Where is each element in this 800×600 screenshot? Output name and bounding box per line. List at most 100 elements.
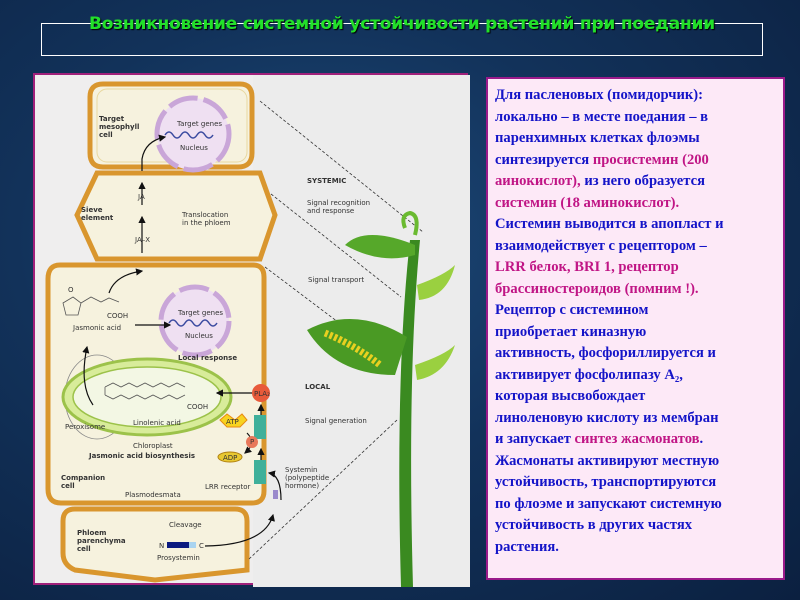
label-plasmodesmata: Plasmodesmata <box>125 491 181 499</box>
text-line: брассиностероидов (помним !). <box>495 279 783 301</box>
label-phloem-2: parenchyma <box>77 537 126 545</box>
text-line: активность, фосфориллируется и <box>495 343 783 365</box>
atp-burst <box>219 413 248 428</box>
text-line: Жасмонаты активируют местную <box>495 451 783 473</box>
label-nucleus: Nucleus <box>180 144 208 152</box>
plant-illustration <box>307 210 455 587</box>
label-n: N <box>159 542 164 550</box>
label-c: C <box>199 542 204 550</box>
label-systemin-3: hormone) <box>285 482 319 490</box>
text-segment: . <box>699 431 704 447</box>
highlighted-term: просистемин (200 <box>592 151 709 168</box>
highlighted-term: аинокислот), <box>495 173 581 189</box>
label-systemin-2: (polypeptide <box>285 474 329 482</box>
text-line: Для пасленовых (помидорчик): <box>495 85 783 107</box>
label-jasmonic-acid: Jasmonic acid <box>72 324 121 332</box>
pla2-enzyme <box>252 384 270 402</box>
text-line: Рецептор с системином <box>495 300 783 322</box>
label-nucleus-local: Nucleus <box>185 332 213 340</box>
text-segment: взаимодействует с рецептором – <box>495 237 707 254</box>
text-line: устойчивость, транспортируются <box>495 472 783 494</box>
text-segment: и запускает <box>495 431 575 447</box>
text-line: и запускает синтез жасмонатов. <box>495 429 783 451</box>
highlighted-term: LRR белок, BRI 1, рецептор <box>495 259 679 275</box>
highlighted-term: системин (18 аминокислот). <box>495 194 680 211</box>
label-cooh: COOH <box>107 312 128 320</box>
label-signal-recognition-2: and response <box>307 207 354 215</box>
label-translocation-2: in the phloem <box>182 219 231 227</box>
text-line: синтезируется просистемин (200 <box>495 150 783 172</box>
label-sieve-2: element <box>81 214 114 222</box>
label-prosystemin: Prosystemin <box>157 554 200 562</box>
text-line: локально – в месте поедания – в <box>495 107 783 129</box>
text-line: активирует фосфолипазу A₂, <box>495 365 783 387</box>
label-adp: ADP <box>223 454 237 462</box>
text-line: паренхимных клетках флоэмы <box>495 128 783 150</box>
text-line: которая высвобождает <box>495 386 783 408</box>
slide-title: Возникновение системной устойчивости рас… <box>89 14 715 34</box>
text-segment: активность, фосфориллируется и <box>495 345 716 361</box>
text-line: системин (18 аминокислот). <box>495 193 783 215</box>
label-phloem-3: cell <box>77 545 91 553</box>
text-segment: растения. <box>495 538 559 555</box>
text-segment: по флоэме и запускают системную <box>495 495 722 512</box>
label-cleavage: Cleavage <box>169 521 202 529</box>
text-line: линоленовую кислоту из мембран <box>495 408 783 430</box>
text-line: взаимодействует с рецептором – <box>495 236 783 258</box>
text-segment: которая высвобождает <box>495 388 646 404</box>
text-line: Системин выводится в апопласт и <box>495 214 783 236</box>
label-pla2: PLA₂ <box>254 390 270 398</box>
label-target-mesophyll: Target <box>99 115 125 123</box>
text-line: по флоэме и запускают системную <box>495 494 783 516</box>
text-segment: локально – в месте поедания – в <box>495 108 709 125</box>
label-target-genes-local: Target genes <box>177 309 223 317</box>
label-target-mesophyll-2: mesophyll <box>99 123 139 131</box>
label-chloroplast: Chloroplast <box>133 442 173 450</box>
label-lrr-receptor: LRR receptor <box>205 483 251 491</box>
label-linolenic-acid: Linolenic acid <box>133 419 181 427</box>
text-segment: из него образуется <box>580 173 705 189</box>
label-target-genes: Target genes <box>176 120 222 128</box>
text-segment: Рецептор с системином <box>495 302 649 318</box>
text-segment: устойчивость, транспортируются <box>495 474 717 490</box>
explanation-panel: Для пасленовых (помидорчик): локально – в… <box>486 77 785 580</box>
highlighted-term: синтез жасмонатов <box>574 431 700 447</box>
label-ja-biosynthesis: Jasmonic acid biosynthesis <box>88 452 195 460</box>
text-segment: линоленовую кислоту из мембран <box>495 409 719 426</box>
text-segment: синтезируется <box>495 151 593 168</box>
label-target-mesophyll-3: cell <box>99 131 113 139</box>
title-frame <box>41 23 763 56</box>
text-segment: паренхимных клетках флоэмы <box>495 130 700 146</box>
text-segment: активирует фосфолипазу A₂, <box>495 366 683 383</box>
label-local-response: Local response <box>178 354 237 362</box>
label-systemic: SYSTEMIC <box>307 177 346 185</box>
label-p: P <box>250 438 254 446</box>
nucleus-top <box>154 95 232 173</box>
label-systemin: Systemin <box>285 466 317 474</box>
label-signal-recognition: Signal recognition <box>307 199 370 207</box>
label-atp: ATP <box>226 418 239 426</box>
text-line: приобретает киназную <box>495 322 783 344</box>
label-companion-2: cell <box>61 482 75 490</box>
text-segment: Жасмонаты активируют местную <box>495 452 720 469</box>
label-cooh-linolenic: COOH <box>187 403 208 411</box>
text-segment: устойчивость в других частях <box>495 517 693 533</box>
nucleus-local <box>158 284 232 358</box>
text-line: аинокислот), из него образуется <box>495 171 783 193</box>
label-signal-generation: Signal generation <box>305 417 367 425</box>
text-line: устойчивость в других частях <box>495 515 783 537</box>
lrr-receptor-shape <box>254 460 266 484</box>
label-translocation: Translocation <box>181 211 228 219</box>
text-segment: Для пасленовых (помидорчик): <box>495 87 704 103</box>
label-ja: JA <box>137 193 145 201</box>
text-segment: приобретает киназную <box>495 323 647 340</box>
label-signal-transport: Signal transport <box>308 276 364 284</box>
